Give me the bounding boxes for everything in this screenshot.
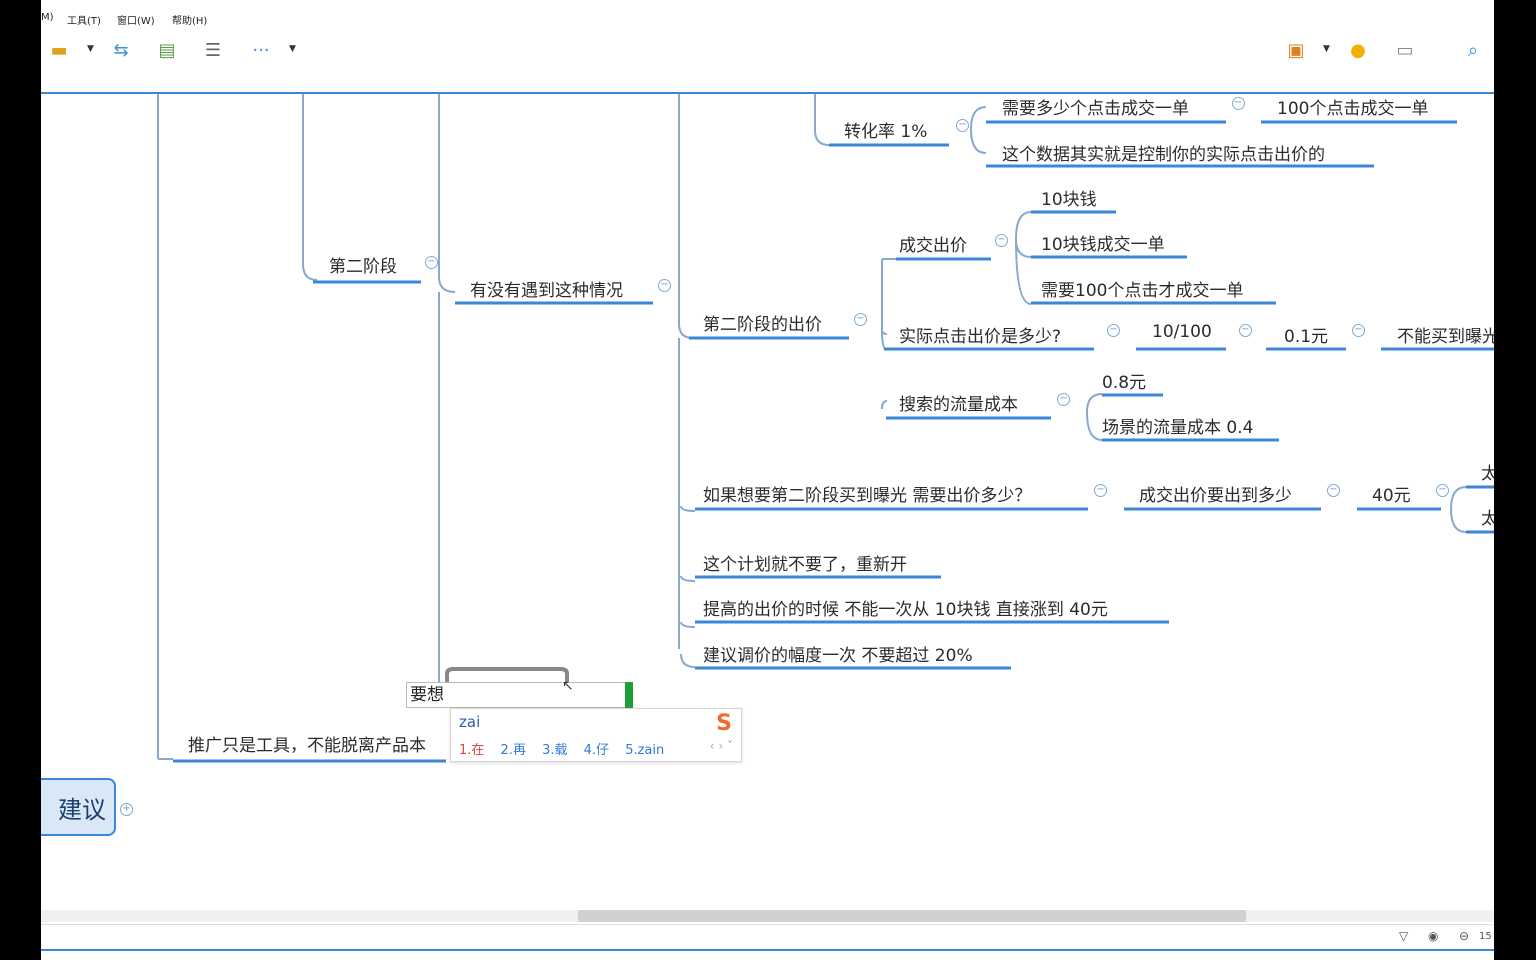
presentation-icon[interactable]: ▣ — [1287, 39, 1305, 61]
collapse-forty-yuan-icon[interactable]: − — [1436, 484, 1449, 497]
toolbar: ▬ ▼ ⇆ ▤ ☰ ··· ▼ ▣ ▼ ● ▭ ⌕ — [41, 28, 1494, 94]
zoom-out-icon[interactable]: ⊖ — [1459, 929, 1470, 943]
presentation-dropdown-caret-icon[interactable]: ▼ — [1323, 44, 1330, 54]
ime-candidate-4[interactable]: 4.仔 — [583, 743, 610, 758]
zoom-level: 15 — [1479, 931, 1492, 942]
topic-need-100-clicks[interactable]: 需要100个点击才成交一单 — [1041, 281, 1244, 301]
collapse-search-cost-icon[interactable]: − — [1057, 393, 1070, 406]
collapse-deal-bid-amount-icon[interactable]: − — [1327, 484, 1340, 497]
topic-deal-bid-amount[interactable]: 成交出价要出到多少 — [1139, 486, 1292, 506]
collapse-deal-bid-icon[interactable]: − — [995, 234, 1008, 247]
more-icon[interactable]: ··· — [252, 39, 270, 61]
menu-tools[interactable]: 工具(T) — [67, 16, 101, 27]
save-icon[interactable]: ▬ — [50, 39, 68, 61]
mindmap-canvas[interactable]: 第二阶段 − 有没有遇到这种情况 − 转化率 1% − 需要多少个点击成交一单 … — [41, 94, 1494, 910]
topic-data-control[interactable]: 这个数据其实就是控制你的实际点击出价的 — [1002, 145, 1325, 165]
mindmap-app-window: M) 工具(T) 窗口(W) 帮助(H) ▬ ▼ ⇆ ▤ ☰ ··· ▼ ▣ ▼… — [41, 0, 1494, 960]
collapse-actual-click-bid-icon[interactable]: − — [1107, 324, 1120, 337]
collapse-point-one-icon[interactable]: − — [1352, 324, 1365, 337]
topic-hundred-clicks[interactable]: 100个点击成交一单 — [1277, 99, 1429, 119]
more-dropdown-caret-icon[interactable]: ▼ — [289, 44, 296, 54]
topic-ten-yuan[interactable]: 10块钱 — [1041, 190, 1097, 210]
collapse-exposure-question-icon[interactable]: − — [1094, 484, 1107, 497]
topic-search-cost[interactable]: 搜索的流量成本 — [899, 395, 1018, 415]
topic-edit-input[interactable]: 要想 — [406, 682, 632, 708]
topic-promotion-tool[interactable]: 推广只是工具，不能脱离产品本 — [188, 736, 426, 756]
topic-ten-yuan-deal[interactable]: 10块钱成交一单 — [1041, 235, 1165, 255]
status-bar: ▽ ◉ ⊖ 15 — [41, 924, 1494, 951]
ime-candidate-window: zai S 1.在 2.再 3.载 4.仔 5.zain ‹ › ˅ — [450, 708, 742, 762]
collapse-clicks-needed-icon[interactable]: − — [1232, 97, 1245, 110]
collapse-encounter-icon[interactable]: − — [658, 279, 671, 292]
expand-central-icon[interactable]: + — [120, 803, 133, 816]
ime-input-text: zai — [459, 713, 481, 731]
save-dropdown-caret-icon[interactable]: ▼ — [87, 44, 94, 54]
ime-candidate-5[interactable]: 5.zain — [625, 743, 665, 758]
topic-scene-cost[interactable]: 场景的流量成本 0.4 — [1102, 418, 1254, 438]
topic-drop-plan[interactable]: 这个计划就不要了，重新开 — [703, 555, 907, 575]
topic-clicks-needed[interactable]: 需要多少个点击成交一单 — [1002, 99, 1189, 119]
menu-partial[interactable]: M) — [41, 12, 54, 23]
topic-adjust-range[interactable]: 建议调价的幅度一次 不要超过 20% — [703, 646, 973, 666]
edit-caret — [625, 682, 633, 708]
sync-icon[interactable]: ⇆ — [113, 39, 129, 61]
mouse-cursor-icon: ↖ — [562, 678, 574, 694]
menu-help[interactable]: 帮助(H) — [172, 16, 208, 27]
topic-conversion[interactable]: 转化率 1% — [844, 122, 928, 142]
topic-point-one[interactable]: 0.1元 — [1284, 327, 1329, 347]
ime-candidate-3[interactable]: 3.载 — [542, 743, 568, 758]
outline-icon[interactable]: ☰ — [204, 39, 222, 61]
topic-deal-bid[interactable]: 成交出价 — [899, 236, 967, 256]
topic-stage2[interactable]: 第二阶段 — [329, 257, 397, 277]
topic-encounter[interactable]: 有没有遇到这种情况 — [470, 281, 623, 301]
eye-icon[interactable]: ◉ — [1428, 929, 1439, 943]
menu-window[interactable]: 窗口(W) — [117, 16, 155, 27]
collapse-ratio-icon[interactable]: − — [1239, 324, 1252, 337]
connector-lines — [157, 94, 1494, 763]
topic-stage2-bid[interactable]: 第二阶段的出价 — [703, 315, 822, 335]
topic-raise-bid[interactable]: 提高的出价的时候 不能一次从 10块钱 直接涨到 40元 — [703, 600, 1108, 620]
ime-page-nav-icon[interactable]: ‹ › ˅ — [709, 739, 733, 753]
idea-bulb-icon[interactable]: ● — [1350, 39, 1366, 61]
central-topic-suggestion[interactable]: 建议 — [41, 778, 116, 836]
topic-ratio[interactable]: 10/100 — [1152, 322, 1212, 342]
panel-icon[interactable]: ▭ — [1396, 39, 1414, 61]
topic-forty-yuan[interactable]: 40元 — [1372, 486, 1411, 506]
search-icon[interactable]: ⌕ — [1467, 39, 1479, 61]
topic-edge-a[interactable]: 太 — [1481, 464, 1494, 484]
topic-edge-b[interactable]: 太 — [1481, 509, 1494, 529]
horizontal-scrollbar-thumb[interactable] — [578, 910, 1246, 922]
ime-candidate-list: 1.在 2.再 3.载 4.仔 5.zain — [459, 739, 676, 758]
collapse-conversion-icon[interactable]: − — [956, 119, 969, 132]
menu-bar: M) 工具(T) 窗口(W) 帮助(H) — [41, 0, 1494, 28]
map-icon[interactable]: ▤ — [158, 39, 176, 61]
topic-actual-click-bid[interactable]: 实际点击出价是多少? — [899, 327, 1062, 347]
ime-candidate-2[interactable]: 2.再 — [500, 743, 526, 758]
collapse-stage2-icon[interactable]: − — [425, 256, 438, 269]
topic-cannot-buy[interactable]: 不能买到曝光 — [1397, 327, 1494, 347]
filter-icon[interactable]: ▽ — [1399, 929, 1409, 943]
topic-point-eight[interactable]: 0.8元 — [1102, 373, 1147, 393]
sogou-logo-icon: S — [716, 711, 732, 736]
topic-exposure-question[interactable]: 如果想要第二阶段买到曝光 需要出价多少？ — [703, 486, 1032, 506]
ime-candidate-1[interactable]: 1.在 — [459, 743, 485, 758]
collapse-stage2-bid-icon[interactable]: − — [854, 313, 867, 326]
